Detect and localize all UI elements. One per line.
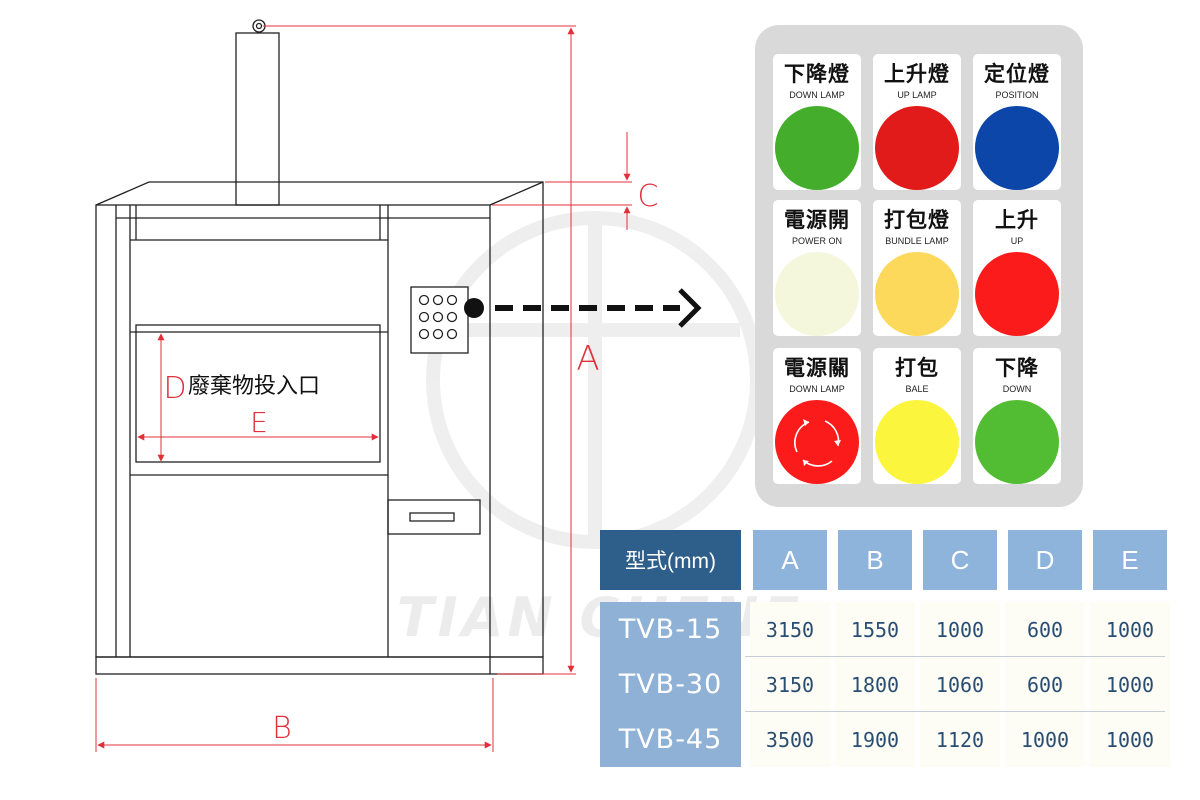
- control-box-icon: [410, 286, 469, 354]
- button-power-on[interactable]: 電源開 POWER ON: [773, 200, 861, 336]
- button-subtitle: BUNDLE LAMP: [885, 236, 949, 246]
- table-row-model: TVB-45: [600, 712, 741, 767]
- button-subtitle: POSITION: [995, 90, 1039, 100]
- button-up-lamp[interactable]: 上升燈 UP LAMP: [873, 54, 961, 190]
- table-cell: 3150: [750, 657, 830, 712]
- lamp-circle: [875, 252, 959, 336]
- button-subtitle: POWER ON: [791, 236, 842, 246]
- watermark-logo: [426, 211, 764, 549]
- table-cell: 600: [1005, 602, 1085, 657]
- button-title: 定位燈: [984, 62, 1050, 86]
- table-cell: 1000: [920, 602, 1000, 657]
- table-cell: 1000: [1005, 712, 1085, 767]
- table-cell: 1000: [1090, 602, 1170, 657]
- lamp-circle: [775, 106, 859, 190]
- lamp-circle: [775, 400, 859, 484]
- table-cell: 1000: [1090, 712, 1170, 767]
- table-cell: 1550: [835, 602, 915, 657]
- lamp-circle: [975, 106, 1059, 190]
- table-cell: 3500: [750, 712, 830, 767]
- table-cell: 1060: [920, 657, 1000, 712]
- table-cell: 1800: [835, 657, 915, 712]
- button-title: 電源關: [784, 356, 850, 380]
- row-divider: [745, 711, 1165, 712]
- button-title: 上升: [995, 208, 1039, 232]
- lamp-circle: [875, 106, 959, 190]
- button-down-lamp[interactable]: 下降燈 DOWN LAMP: [773, 54, 861, 190]
- table-row-model: TVB-30: [600, 657, 741, 712]
- table-header-a: A: [753, 530, 827, 590]
- dim-label-d: D: [163, 371, 186, 406]
- button-subtitle: DOWN: [1002, 384, 1032, 394]
- button-up[interactable]: 上升 UP: [973, 200, 1061, 336]
- button-title: 打包: [895, 356, 939, 380]
- button-subtitle: DOWN LAMP: [789, 384, 845, 394]
- dim-label-a: A: [576, 339, 599, 379]
- dim-label-b: B: [272, 711, 292, 746]
- control-panel: 下降燈 DOWN LAMP 上升燈 UP LAMP 定位燈 POSITION 電…: [755, 25, 1083, 507]
- table-cell: 1000: [1090, 657, 1170, 712]
- table-header-d: D: [1008, 530, 1082, 590]
- button-subtitle: UP LAMP: [897, 90, 937, 100]
- table-cell: 1900: [835, 712, 915, 767]
- table-header-b: B: [838, 530, 912, 590]
- table-header-c: C: [923, 530, 997, 590]
- button-power-off[interactable]: 電源關 DOWN LAMP: [773, 348, 861, 484]
- button-title: 下降: [995, 356, 1039, 380]
- button-position-lamp[interactable]: 定位燈 POSITION: [973, 54, 1061, 190]
- table-cell: 600: [1005, 657, 1085, 712]
- table-cell: 3150: [750, 602, 830, 657]
- lamp-circle: [875, 400, 959, 484]
- inlet-label: 廢棄物投入口: [188, 374, 320, 399]
- button-title: 打包燈: [884, 208, 950, 232]
- button-down[interactable]: 下降 DOWN: [973, 348, 1061, 484]
- table-header-model: 型式(mm): [600, 530, 741, 590]
- button-title: 電源開: [784, 208, 850, 232]
- table-row-model: TVB-15: [600, 602, 741, 657]
- button-subtitle: DOWN LAMP: [789, 90, 845, 100]
- button-bundle-lamp[interactable]: 打包燈 BUNDLE LAMP: [873, 200, 961, 336]
- button-subtitle: UP: [1010, 236, 1024, 246]
- button-title: 下降燈: [784, 62, 850, 86]
- dimension-lines: [95, 25, 632, 752]
- machine-body: [95, 19, 544, 675]
- dim-label-c: C: [638, 179, 659, 214]
- button-title: 上升燈: [884, 62, 950, 86]
- table-header-e: E: [1093, 530, 1167, 590]
- lamp-circle: [775, 252, 859, 336]
- rotate-arrows-icon: [794, 419, 841, 467]
- dim-label-e: E: [250, 406, 268, 439]
- table-cell: 1120: [920, 712, 1000, 767]
- pointer-arrow-icon: [464, 288, 702, 328]
- lamp-circle: [975, 400, 1059, 484]
- lamp-circle: [975, 252, 1059, 336]
- button-subtitle: BALE: [905, 384, 929, 394]
- row-divider: [745, 656, 1165, 657]
- button-bale[interactable]: 打包 BALE: [873, 348, 961, 484]
